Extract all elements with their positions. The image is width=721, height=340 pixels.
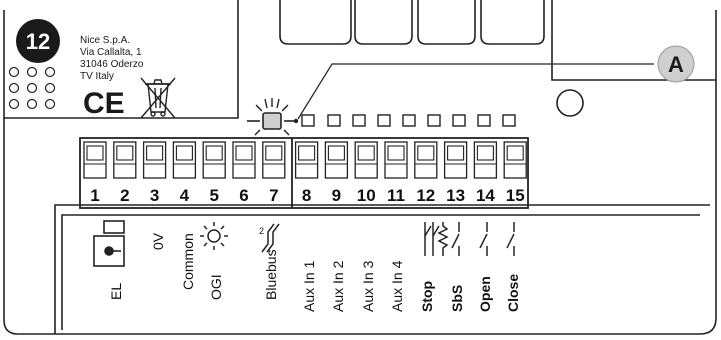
manufacturer-address: Via Callalta, 1 — [80, 47, 142, 58]
terminal-number: 14 — [476, 186, 495, 205]
terminal-number: 2 — [120, 186, 129, 205]
courtesy-light-icon — [200, 222, 228, 250]
terminal-label: Common — [180, 233, 196, 290]
bluebus-superscript: 2 — [259, 226, 264, 236]
figure-badge — [16, 19, 60, 63]
callout-a: A — [293, 45, 695, 124]
sbs-contact-icon — [451, 222, 460, 256]
terminal-number: 5 — [209, 186, 218, 205]
terminal-4: 4 — [172, 141, 197, 205]
close-contact-icon — [506, 222, 515, 256]
figure-number: 12 — [26, 29, 50, 54]
terminal-2: 2 — [113, 141, 137, 205]
ce-mark: CE — [83, 87, 125, 120]
terminal-number: 8 — [302, 186, 311, 205]
open-contact-icon — [479, 222, 488, 256]
terminal-7: 7 — [262, 141, 286, 205]
terminal-10: 10 — [354, 141, 378, 205]
led-indicator — [301, 114, 315, 127]
vent-holes — [8, 66, 56, 110]
terminal-6: 6 — [232, 141, 256, 205]
led-indicator — [427, 114, 441, 127]
terminal-number: 13 — [446, 186, 465, 205]
callout-label: A — [668, 52, 684, 77]
terminal-12: 12 — [414, 141, 438, 205]
terminal-number: 12 — [416, 186, 435, 205]
terminal-5: 5 — [202, 141, 226, 205]
terminal-number: 15 — [506, 186, 525, 205]
led-indicator — [477, 114, 491, 127]
terminal-label: EL — [108, 283, 124, 300]
led-row — [301, 114, 516, 127]
terminal-label: Open — [477, 276, 493, 312]
terminal-1: 1 — [83, 141, 107, 205]
terminal-label: Close — [505, 274, 521, 312]
terminal-number: 6 — [239, 186, 248, 205]
manufacturer-city: 31046 Oderzo — [80, 59, 144, 70]
terminal-label: Aux In 3 — [360, 260, 376, 312]
led-indicator — [352, 114, 366, 127]
label-sticker — [4, 0, 239, 119]
stop-contact-icon — [424, 222, 449, 256]
terminal-8: 8 — [294, 141, 319, 205]
flashing-light-icon — [93, 220, 125, 267]
weee-bin-icon — [140, 77, 176, 119]
terminal-number: 11 — [387, 186, 405, 205]
led-indicator — [327, 114, 341, 127]
terminal-14: 14 — [473, 141, 498, 205]
led-indicator — [402, 114, 416, 127]
terminal-15: 15 — [503, 141, 527, 205]
terminal-number: 9 — [332, 186, 341, 205]
manufacturer-name: Nice S.p.A. — [80, 35, 130, 46]
top-connector — [279, 0, 716, 81]
terminal-number: 3 — [150, 186, 159, 205]
highlighted-led — [247, 98, 296, 136]
bluebus-icon — [261, 223, 280, 253]
led-indicator — [377, 114, 391, 127]
terminal-label: Bluebus — [263, 249, 279, 300]
terminal-label: Stop — [419, 281, 435, 312]
led-indicator — [452, 114, 466, 127]
terminal-label: Aux In 2 — [330, 260, 346, 312]
manufacturer-country: TV Italy — [80, 71, 114, 82]
terminal-label: SbS — [449, 285, 465, 312]
terminal-label: Aux In 4 — [389, 260, 405, 312]
terminal-label: OGI — [208, 274, 224, 300]
terminal-11: 11 — [384, 141, 408, 205]
terminal-number: 1 — [90, 186, 99, 205]
board-lower-edge — [54, 204, 710, 334]
terminal-number: 10 — [357, 186, 376, 205]
terminal-9: 9 — [324, 141, 349, 205]
mounting-hole — [556, 89, 584, 117]
terminal-3: 3 — [142, 141, 167, 205]
terminal-label: 0V — [150, 232, 166, 250]
board-outline — [3, 10, 717, 335]
terminal-label: Aux In 1 — [301, 260, 317, 312]
terminal-13: 13 — [443, 141, 468, 205]
terminal-number: 4 — [180, 186, 190, 205]
terminal-number: 7 — [269, 186, 278, 205]
led-indicator — [502, 114, 516, 127]
